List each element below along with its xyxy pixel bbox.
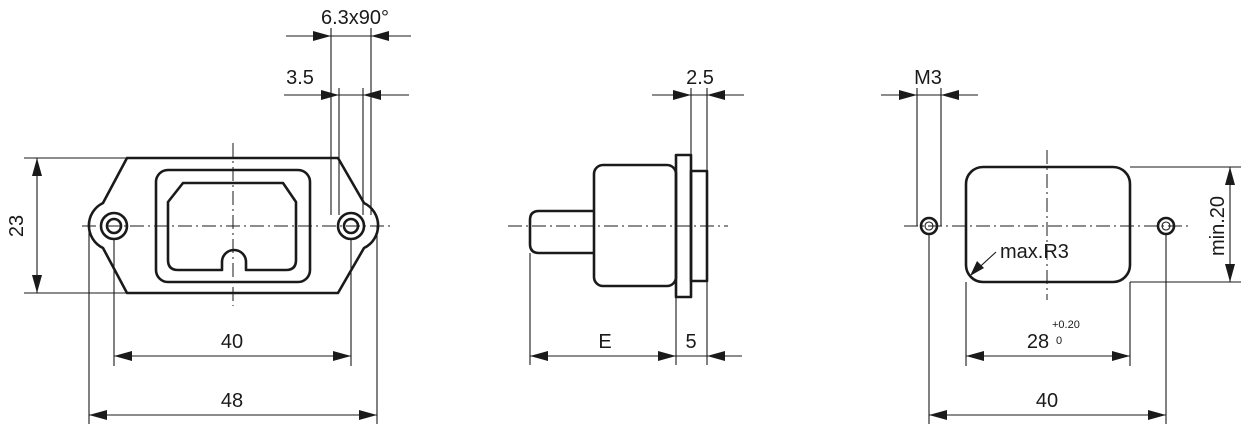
side-flange-arrow-left	[673, 90, 691, 100]
side-flange-label: 2.5	[686, 67, 714, 89]
cutout-thread-label: M3	[914, 67, 942, 89]
cutout-height-arrow-top	[1225, 167, 1235, 185]
side-view: 2.5 E 5	[508, 67, 744, 365]
cutout-width-tol-upper: +0.20	[1052, 319, 1080, 331]
cutout-spacing-arrow-right	[1148, 410, 1166, 420]
front-width-arrow-right	[359, 410, 377, 420]
front-tab-arrow-right	[371, 31, 389, 41]
cutout-radius-arrow	[970, 261, 984, 276]
side-flange-arrow-right	[707, 90, 725, 100]
front-height-arrow-bottom	[32, 275, 42, 293]
front-tab-offset-arrow-right	[363, 90, 381, 100]
cutout-height-arrow-bottom	[1225, 264, 1235, 282]
front-socket-inner	[166, 181, 298, 272]
front-spacing-arrow-left	[114, 351, 132, 361]
cutout-spacing-arrow-left	[929, 410, 947, 420]
side-length-arrow-right	[658, 351, 676, 361]
cutout-view: M3 max.R3 min.20 28 +0.20 0 40	[881, 67, 1241, 424]
front-tab-offset-label: 3.5	[286, 67, 314, 89]
side-pin	[528, 209, 594, 255]
cutout-height-label: min.20	[1207, 196, 1229, 256]
front-tab-offset-arrow-left	[321, 90, 339, 100]
front-tab-label: 6.3x90°	[321, 7, 389, 29]
cutout-rectangle	[964, 165, 1132, 284]
side-depth-label: 5	[685, 331, 696, 353]
front-spacing-label: 40	[221, 331, 243, 353]
front-width-label: 48	[221, 390, 243, 412]
side-depth-arrow-right	[707, 351, 725, 361]
front-spacing-arrow-right	[333, 351, 351, 361]
cutout-spacing-label: 40	[1036, 390, 1058, 412]
cutout-width-arrow-right	[1112, 351, 1130, 361]
cutout-width-arrow-left	[966, 351, 984, 361]
front-tab-arrow-left	[313, 31, 331, 41]
cutout-radius-label: max.R3	[1000, 241, 1069, 263]
cutout-width-label: 28	[1027, 331, 1049, 353]
side-length-label: E	[598, 331, 611, 353]
front-view: 23 40 48 6.3x90° 3.5	[6, 7, 411, 424]
cutout-thread-arrow-left	[899, 90, 917, 100]
cutout-width-tol-lower: 0	[1056, 335, 1062, 347]
side-length-arrow-left	[530, 351, 548, 361]
front-flange-outline	[87, 156, 380, 295]
front-height-label: 23	[6, 215, 28, 237]
front-height-arrow-top	[32, 158, 42, 176]
cutout-thread-arrow-right	[941, 90, 959, 100]
front-width-arrow-left	[89, 410, 107, 420]
